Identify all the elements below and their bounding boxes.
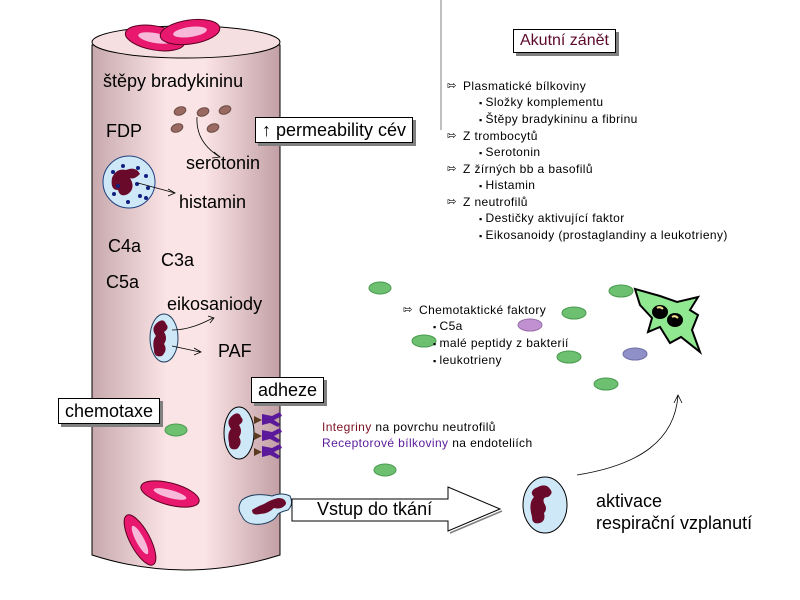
- mediators-list: ⇰Plasmatické bílkoviny Složky komplement…: [447, 78, 728, 244]
- hand-pointer-icon: ⇰: [447, 163, 457, 175]
- hand-pointer-icon: ⇰: [403, 304, 413, 316]
- label-c3a: C3a: [161, 250, 195, 270]
- activated-phagocyte-icon: [633, 287, 703, 355]
- list-item: Serotonin: [447, 144, 728, 161]
- hand-pointer-icon: ⇰: [447, 130, 457, 142]
- list-item: Destičky aktivující faktor: [447, 210, 728, 227]
- list-item: leukotrieny: [403, 352, 569, 369]
- arrow-label: Vstup do tkání: [317, 499, 433, 519]
- chemotactic-list: ⇰Chemotaktické faktory C5a malé peptidy …: [403, 302, 569, 369]
- list-item: Složky komplementu: [447, 94, 728, 111]
- list-item: Eikosanoidy (prostaglandiny a leukotrien…: [447, 227, 728, 244]
- label-c5a: C5a: [106, 272, 140, 292]
- adhesion-note: Integriny na povrchu neutrofilů Receptor…: [322, 419, 533, 451]
- hand-pointer-icon: ⇰: [447, 80, 457, 92]
- red-blood-cell-icon: [124, 18, 221, 52]
- activation-line-1: aktivace: [596, 491, 663, 511]
- tissue-entry-arrow: [291, 486, 503, 534]
- label-serotonin: serotonin: [186, 153, 261, 173]
- adhering-neutrophil-icon: [223, 406, 255, 460]
- arrow-to-serotonin: [196, 116, 221, 158]
- receptor-term: Receptorové bílkoviny: [322, 436, 449, 450]
- label-c4a: C4a: [108, 236, 142, 256]
- label-histamin: histamin: [179, 192, 247, 212]
- list-heading: ⇰Z žírných bb a basofilů: [447, 162, 593, 176]
- label-paf: PAF: [218, 341, 252, 361]
- label-fdp: FDP: [106, 121, 142, 141]
- list-heading: ⇰Plasmatické bílkoviny: [447, 79, 587, 93]
- tissue-neutrophil-icon: [522, 476, 568, 534]
- list-heading: ⇰Z neutrofilů: [447, 195, 528, 209]
- adheze-box: adheze: [251, 377, 325, 403]
- list-item: malé peptidy z bakterií: [403, 335, 569, 352]
- adhesion-text: na povrchu neutrofilů: [371, 420, 496, 434]
- activation-line-2: respirační vzplanutí: [596, 513, 753, 533]
- transmigrating-neutrophil-icon: [238, 493, 293, 525]
- list-heading: ⇰Z trombocytů: [447, 129, 538, 143]
- activation-text: aktivace respirační vzplanutí: [596, 490, 752, 534]
- chemotaxe-box: chemotaxe: [58, 398, 161, 424]
- label-bradykinin: štěpy bradykininu: [103, 71, 244, 91]
- curved-arrow: [576, 394, 679, 476]
- title-box: Akutní zánět: [513, 29, 616, 53]
- list-heading: ⇰Chemotaktické faktory: [403, 303, 547, 317]
- permeability-box: ↑ permeability cév: [255, 117, 414, 143]
- list-item: C5a: [403, 318, 569, 335]
- label-eikosanoidy: eikosaniody: [167, 294, 263, 314]
- basophil-cell-icon: [102, 155, 156, 209]
- red-blood-cell-icon-2: [123, 480, 200, 566]
- integrin-receptor-icons: [254, 412, 282, 459]
- neutrophil-cell-icon: [149, 313, 179, 363]
- list-item: Štěpy bradykininu a fibrinu: [447, 111, 728, 128]
- platelet-icons: [170, 105, 232, 133]
- hand-pointer-icon: ⇰: [447, 196, 457, 208]
- list-item: Histamin: [447, 177, 728, 194]
- integrin-term: Integriny: [322, 420, 372, 434]
- adhesion-text: na endoteliích: [448, 436, 533, 450]
